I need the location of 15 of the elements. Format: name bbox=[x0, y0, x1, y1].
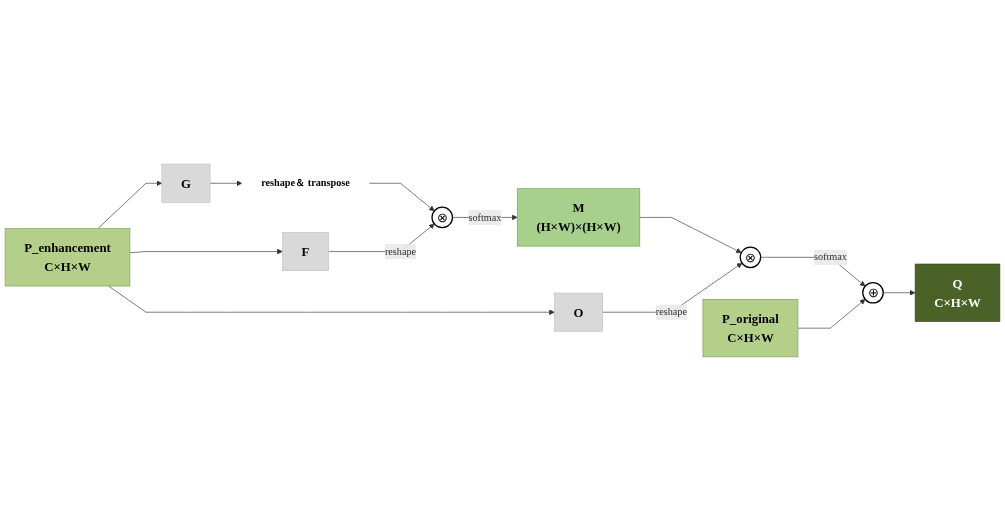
node-box: G bbox=[161, 163, 211, 203]
node-box: P_enhancement C×H×W bbox=[4, 228, 131, 287]
node-circle: ⊗ bbox=[739, 246, 762, 269]
node-box: P_original C×H×W bbox=[702, 299, 799, 358]
node-text: reshape＆ transpose bbox=[261, 177, 350, 189]
node-box: Q C×H×W bbox=[914, 263, 1001, 322]
node-box: M (H×W)×(H×W) bbox=[516, 188, 641, 247]
edge-label: reshape bbox=[655, 306, 687, 318]
edge-label: softmax bbox=[813, 251, 847, 263]
node-circle: ⊗ bbox=[431, 206, 454, 229]
edge-label: reshape bbox=[384, 245, 417, 257]
node-circle: ⊕ bbox=[862, 281, 884, 304]
node-box: F bbox=[282, 232, 329, 272]
edge-label: softmax bbox=[468, 211, 502, 223]
node-box: O bbox=[554, 292, 603, 332]
